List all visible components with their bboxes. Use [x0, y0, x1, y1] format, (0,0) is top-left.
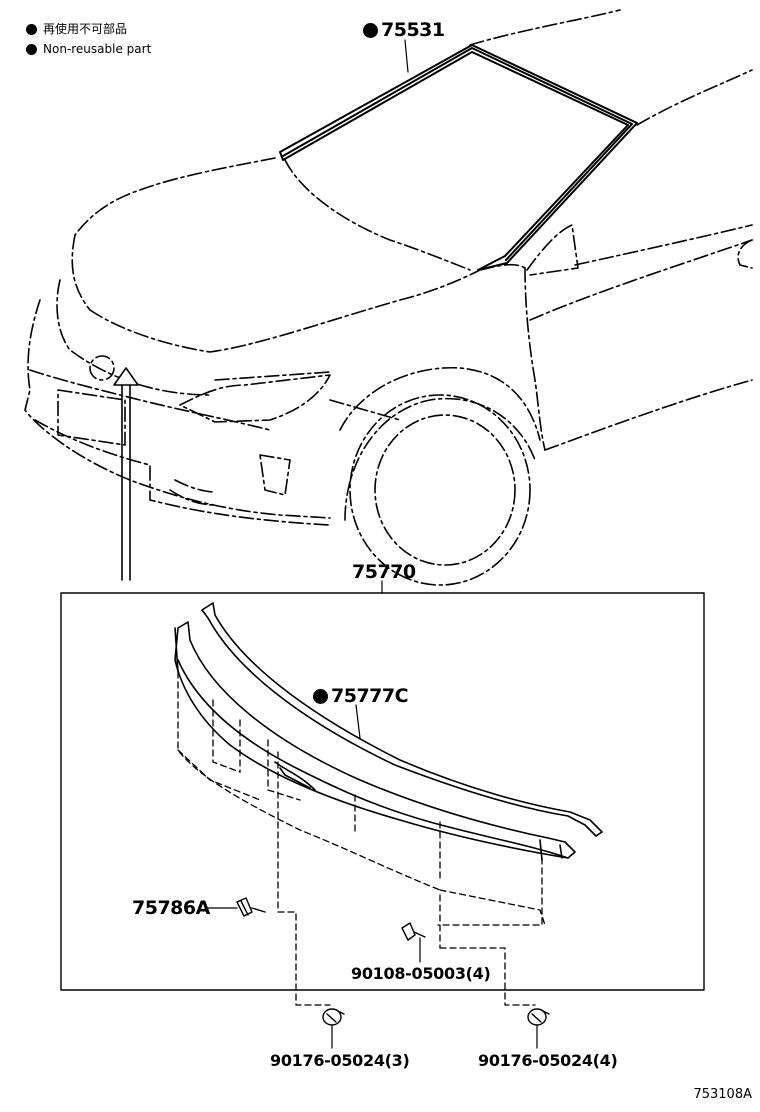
legend-row-en: Non-reusable part	[26, 43, 151, 55]
retainer-left	[322, 1008, 345, 1026]
windshield-seal-part	[279, 44, 638, 271]
label-75777c: 75777C	[313, 685, 409, 707]
non-reusable-bullet-icon	[313, 689, 328, 704]
part-number: 75777C	[331, 685, 409, 707]
label-90176-left: 90176-05024(3)	[270, 1051, 410, 1070]
connection-lines	[277, 751, 536, 1006]
label-75786a: 75786A	[132, 897, 210, 919]
bullet-icon	[26, 43, 37, 55]
legend-text-en: Non-reusable part	[43, 42, 152, 56]
retainer-right	[527, 1008, 550, 1026]
non-reusable-bullet-icon	[363, 23, 378, 38]
screw-90108	[401, 922, 426, 941]
label-75770: 75770	[352, 561, 416, 583]
legend-row-jp: 再使用不可部品	[26, 23, 127, 35]
locator-arrow	[113, 367, 139, 581]
leader-75531	[404, 39, 409, 73]
legend-text-jp: 再使用不可部品	[43, 22, 128, 36]
figure-id: 753108A	[693, 1087, 752, 1102]
leader-75777c	[355, 704, 361, 739]
hood-molding	[174, 602, 603, 861]
bullet-icon	[26, 23, 37, 35]
label-90176-right: 90176-05024(4)	[478, 1051, 618, 1070]
car-body-outline	[24, 9, 753, 586]
clip-75786a	[236, 897, 266, 917]
label-75531: 75531	[363, 21, 445, 40]
part-number: 75531	[381, 19, 445, 41]
part-box	[60, 592, 705, 991]
hidden-lines	[177, 671, 546, 926]
label-90108: 90108-05003(4)	[351, 964, 491, 983]
